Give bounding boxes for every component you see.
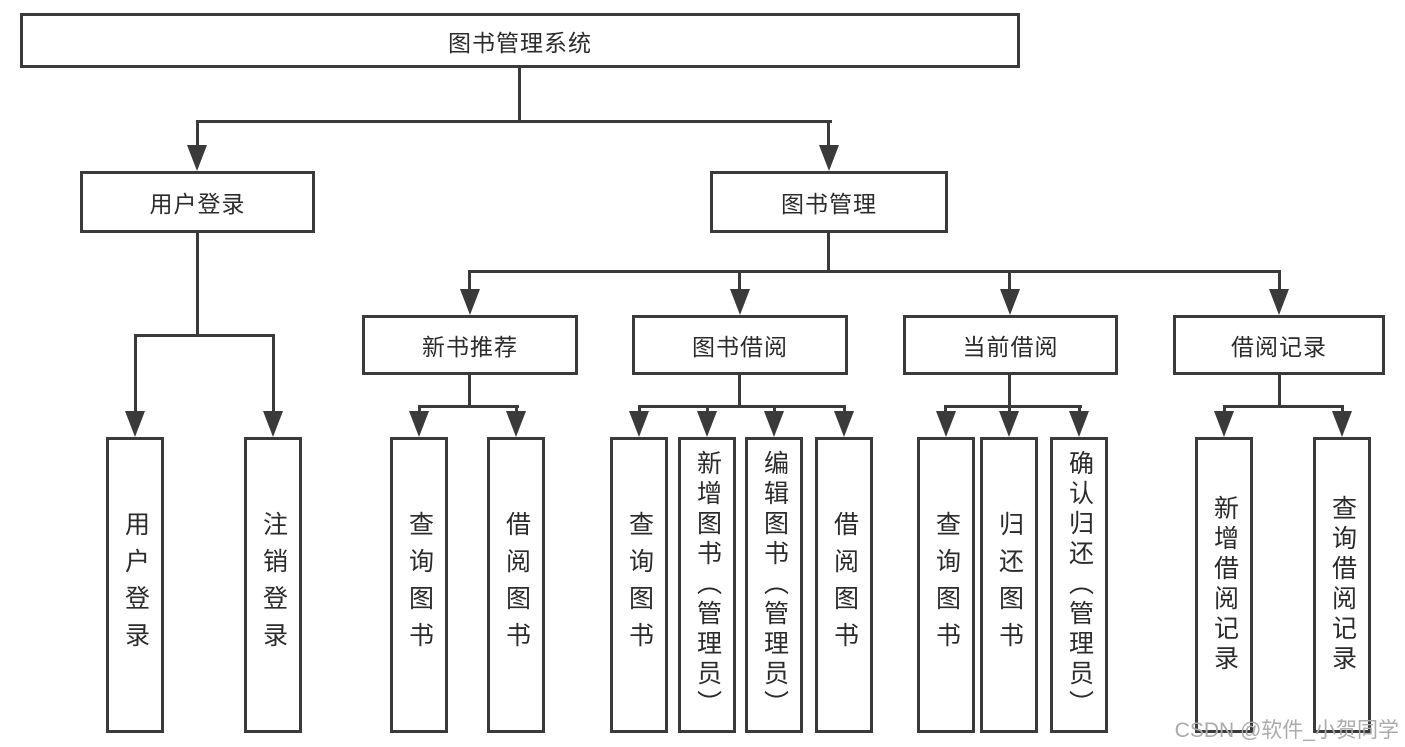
connector-drop-leaf bbox=[1223, 405, 1226, 414]
node-leaf-add-book-label: 新增图书（管理员） bbox=[693, 450, 722, 720]
connector-drop-cur-borrow bbox=[1008, 270, 1011, 292]
connector-borrow-rec-stem bbox=[1278, 375, 1281, 407]
node-leaf-query-record-label: 查询借阅记录 bbox=[1328, 495, 1357, 675]
arrow-down-icon bbox=[629, 411, 649, 437]
node-book-mgmt-label: 图书管理 bbox=[781, 191, 877, 217]
arrow-down-icon bbox=[125, 411, 145, 437]
connector-root-stem bbox=[518, 68, 521, 120]
node-root-label: 图书管理系统 bbox=[448, 29, 592, 56]
arrow-down-icon bbox=[409, 411, 429, 437]
node-leaf-add-book: 新增图书（管理员） bbox=[678, 437, 736, 733]
node-current-borrow-label: 当前借阅 bbox=[962, 334, 1059, 360]
arrow-down-icon bbox=[187, 145, 207, 171]
arrow-down-icon bbox=[1269, 289, 1289, 315]
node-leaf-user-login: 用户登录 bbox=[106, 437, 164, 733]
connector-drop-leaf bbox=[773, 405, 776, 414]
node-leaf-edit-book-label: 编辑图书（管理员） bbox=[760, 450, 789, 720]
connector-drop-leaf bbox=[843, 405, 846, 414]
node-new-book-rec-label: 新书推荐 bbox=[422, 334, 518, 360]
node-leaf-return-book-label: 归还图书 bbox=[995, 511, 1024, 659]
connector-drop-leaf bbox=[515, 405, 518, 414]
connector-new-rec-stem bbox=[468, 375, 471, 407]
connector-borrow-rec-split bbox=[1223, 405, 1344, 408]
connector-drop-leaf-logout bbox=[272, 334, 275, 414]
node-leaf-confirm-return-label: 确认归还（管理员） bbox=[1065, 450, 1094, 720]
connector-drop-leaf bbox=[1078, 405, 1081, 414]
node-borrow-record: 借阅记录 bbox=[1173, 315, 1385, 375]
connector-drop-user-login bbox=[196, 120, 199, 148]
connector-user-login-split bbox=[134, 334, 275, 337]
arrow-down-icon bbox=[1069, 411, 1089, 437]
arrow-down-icon bbox=[999, 411, 1019, 437]
arrow-down-icon bbox=[834, 411, 854, 437]
arrow-down-icon bbox=[697, 411, 717, 437]
node-user-login-label: 用户登录 bbox=[149, 191, 246, 217]
connector-book-mgmt-split bbox=[468, 270, 1281, 273]
connector-new-rec-split bbox=[418, 405, 519, 408]
arrow-down-icon bbox=[1332, 411, 1352, 437]
node-leaf-query-record: 查询借阅记录 bbox=[1313, 437, 1371, 733]
node-leaf-borrow-book-1-label: 借阅图书 bbox=[502, 511, 531, 659]
node-leaf-edit-book: 编辑图书（管理员） bbox=[745, 437, 803, 733]
arrow-down-icon bbox=[460, 289, 480, 315]
arrow-down-icon bbox=[263, 411, 283, 437]
csdn-watermark: CSDN @软件_小贺同学 bbox=[1174, 719, 1399, 742]
node-leaf-add-record-label: 新增借阅记录 bbox=[1210, 495, 1239, 675]
node-book-borrow: 图书借阅 bbox=[632, 315, 848, 375]
connector-cur-borrow-split bbox=[944, 405, 1082, 408]
node-leaf-query-book-2: 查询图书 bbox=[610, 437, 668, 733]
connector-book-borrow-split bbox=[638, 405, 846, 408]
connector-user-login-stem bbox=[196, 233, 199, 337]
connector-drop-book-borrow bbox=[738, 270, 741, 292]
connector-drop-leaf bbox=[418, 405, 421, 414]
node-leaf-borrow-book-2: 借阅图书 bbox=[815, 437, 873, 733]
node-leaf-query-book-3: 查询图书 bbox=[917, 437, 975, 733]
connector-drop-new-rec bbox=[468, 270, 471, 292]
arrow-down-icon bbox=[819, 145, 839, 171]
arrow-down-icon bbox=[1214, 411, 1234, 437]
connector-drop-leaf bbox=[944, 405, 947, 414]
connector-drop-leaf bbox=[1008, 405, 1011, 414]
connector-drop-borrow-rec bbox=[1278, 270, 1281, 292]
node-leaf-confirm-return: 确认归还（管理员） bbox=[1050, 437, 1108, 733]
connector-root-split bbox=[196, 120, 832, 123]
node-leaf-add-record: 新增借阅记录 bbox=[1195, 437, 1253, 733]
node-leaf-query-book-3-label: 查询图书 bbox=[932, 511, 961, 659]
arrow-down-icon bbox=[506, 411, 526, 437]
arrow-down-icon bbox=[730, 289, 750, 315]
node-current-borrow: 当前借阅 bbox=[903, 315, 1118, 375]
connector-drop-leaf bbox=[1341, 405, 1344, 414]
node-leaf-borrow-book-1: 借阅图书 bbox=[487, 437, 545, 733]
node-leaf-logout-label: 注销登录 bbox=[259, 511, 288, 659]
node-leaf-query-book-1-label: 查询图书 bbox=[405, 511, 434, 659]
node-new-book-rec: 新书推荐 bbox=[362, 315, 578, 375]
node-leaf-logout: 注销登录 bbox=[244, 437, 302, 733]
node-user-login: 用户登录 bbox=[80, 171, 315, 233]
connector-drop-leaf-user-login bbox=[134, 334, 137, 414]
node-leaf-user-login-label: 用户登录 bbox=[121, 511, 150, 659]
node-book-mgmt: 图书管理 bbox=[710, 171, 948, 233]
node-borrow-record-label: 借阅记录 bbox=[1231, 334, 1327, 360]
node-leaf-borrow-book-2-label: 借阅图书 bbox=[830, 511, 859, 659]
arrow-down-icon bbox=[764, 411, 784, 437]
node-book-borrow-label: 图书借阅 bbox=[692, 334, 788, 360]
connector-drop-leaf bbox=[706, 405, 709, 414]
connector-drop-leaf bbox=[638, 405, 641, 414]
arrow-down-icon bbox=[1000, 289, 1020, 315]
connector-book-borrow-stem bbox=[738, 375, 741, 407]
connector-cur-borrow-stem bbox=[1008, 375, 1011, 407]
node-root: 图书管理系统 bbox=[20, 13, 1020, 68]
connector-book-mgmt-stem bbox=[827, 233, 830, 273]
node-leaf-query-book-2-label: 查询图书 bbox=[625, 511, 654, 659]
node-leaf-return-book: 归还图书 bbox=[980, 437, 1038, 733]
node-leaf-query-book-1: 查询图书 bbox=[390, 437, 448, 733]
arrow-down-icon bbox=[936, 411, 956, 437]
connector-drop-book-mgmt bbox=[827, 120, 830, 148]
